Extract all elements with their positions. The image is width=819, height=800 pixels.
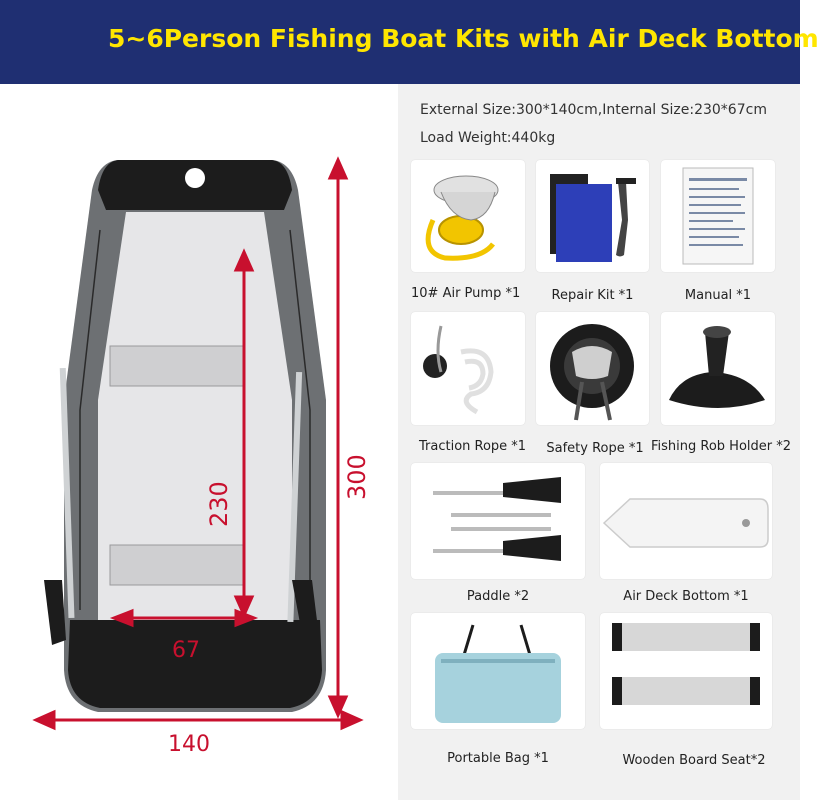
dimension-lines [32,156,364,731]
repair-kit-icon [550,174,636,262]
safety-rope-card [536,312,649,425]
bag-label: Portable Bag *1 [447,751,549,766]
paddle-icon [433,477,561,561]
traction-rope-label: Traction Rope *1 [419,439,527,454]
spec-load: Load Weight:440kg [420,130,556,146]
paddle-card [411,463,585,579]
safety-rope-label: Safety Rope *1 [546,441,644,456]
paddle-label: Paddle *2 [466,589,530,604]
dimension-label-67: 67 [172,638,200,663]
rod-holder-label: Fishing Rob Holder *2 [650,439,792,454]
board-seat-label: Wooden Board Seat*2 [622,753,766,768]
air-deck-icon [602,498,769,548]
rod-holder-icon [669,326,765,408]
manual-card [661,160,775,272]
bag-card [411,613,585,729]
traction-rope-icon [423,325,494,415]
board-seat-card [600,613,772,729]
air-pump-label: 10# Air Pump *1 [411,286,521,301]
manual-icon [682,167,754,265]
manual-label: Manual *1 [684,288,752,303]
dimension-label-300: 300 [343,454,371,500]
dimension-label-140: 140 [168,732,210,757]
repair-kit-card [536,160,649,272]
dimension-label-230: 230 [205,481,233,527]
repair-kit-label: Repair Kit *1 [551,288,634,303]
air-pump-card [411,160,525,272]
board-seat-icon [612,623,760,705]
safety-rope-icon [550,324,634,421]
title-banner: 5~6Person Fishing Boat Kits with Air Dec… [0,0,819,84]
spec-size: External Size:300*140cm,Internal Size:23… [420,102,767,118]
rod-holder-card [661,312,775,425]
air-pump-icon [425,175,499,261]
inflatable-boat-image [44,160,326,712]
banner-title: 5~6Person Fishing Boat Kits with Air Dec… [108,24,819,53]
air-deck-label: Air Deck Bottom *1 [623,589,749,604]
bag-icon [435,624,561,723]
air-deck-card [600,463,772,579]
traction-rope-card [411,312,525,425]
